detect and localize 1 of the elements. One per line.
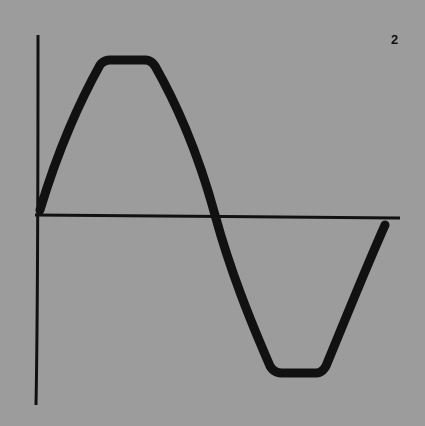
figure-number: 2 — [391, 32, 398, 47]
